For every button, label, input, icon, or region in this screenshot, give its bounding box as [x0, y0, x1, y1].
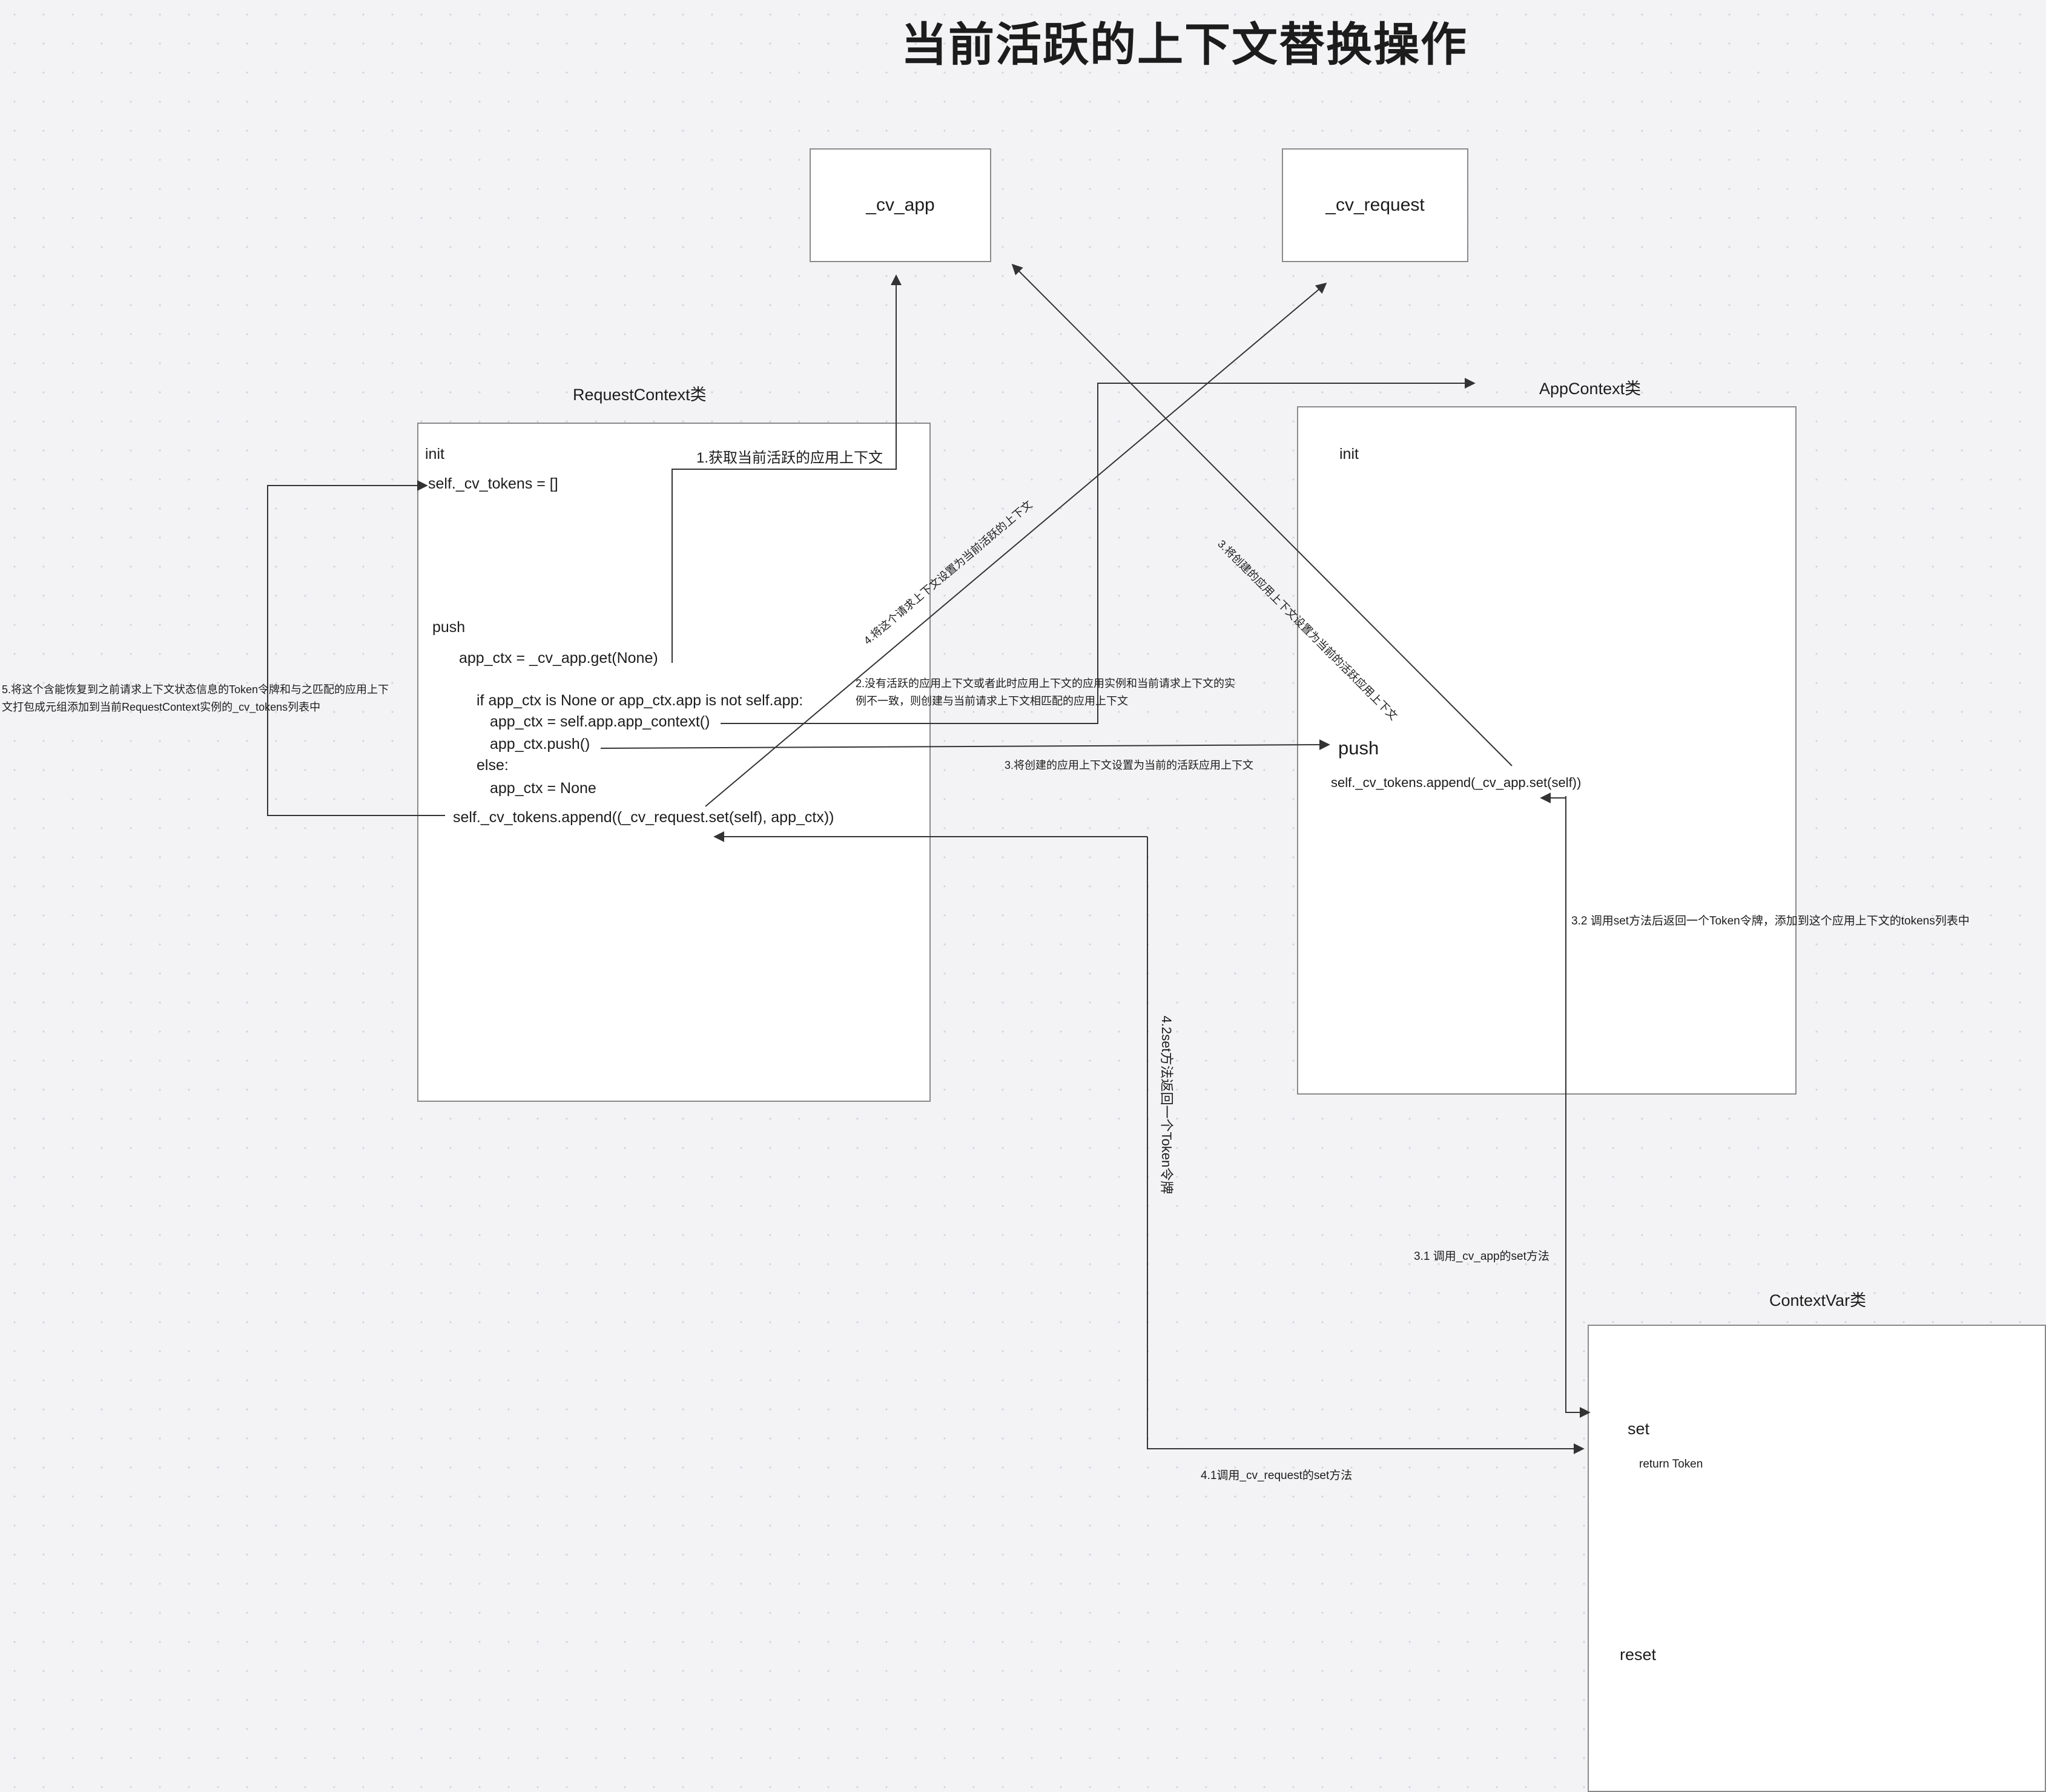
rc-code-line-5: else:	[477, 757, 509, 774]
rc-init-label: init	[425, 446, 444, 463]
app-context-heading: AppContext类	[1539, 380, 1642, 398]
annotation-step2: 2.没有活跃的应用上下文或者此时应用上下文的应用实例和当前请求上下文的实 例不一…	[856, 675, 1235, 710]
page-title: 当前活跃的上下文替换操作	[901, 19, 1468, 71]
ac-push-label: push	[1338, 737, 1379, 759]
annotation-step3-2: 3.2 调用set方法后返回一个Token令牌，添加到这个应用上下文的token…	[1571, 915, 1970, 927]
cv-app-label: _cv_app	[866, 195, 935, 215]
annotation-step5: 5.将这个含能恢复到之前请求上下文状态信息的Token令牌和与之匹配的应用上下 …	[2, 681, 389, 716]
arrow-step3-diag	[1011, 263, 1513, 766]
arrow-step3	[600, 739, 1330, 751]
rc-code-line-4: app_ctx.push()	[490, 736, 590, 753]
annotation-step1: 1.获取当前活跃的应用上下文	[696, 450, 883, 466]
arrow-step5	[267, 480, 445, 816]
rc-code-line-1: app_ctx = _cv_app.get(None)	[459, 650, 658, 667]
arrow-step3-2	[1540, 792, 1566, 805]
cv-reset-label: reset	[1620, 1645, 1657, 1664]
annotation-step2-line2: 例不一致，则创建与当前请求上下文相匹配的应用上下文	[856, 695, 1128, 707]
request-context-heading: RequestContext类	[573, 386, 707, 404]
annotation-step4-2: 4.2set方法返回一个Token令牌	[1159, 1015, 1174, 1194]
context-var-heading: ContextVar类	[1769, 1291, 1867, 1309]
cv-set-return: return Token	[1639, 1458, 1703, 1471]
rc-code-line-2: if app_ctx is None or app_ctx.app is not…	[477, 692, 804, 709]
annotation-step5-line2: 文打包成元组添加到当前RequestContext实例的_cv_tokens列表…	[2, 701, 321, 713]
rc-init-code: self._cv_tokens = []	[428, 475, 558, 492]
arrow-step3-1	[1565, 796, 1591, 1418]
cv-set-label: set	[1628, 1420, 1650, 1438]
context-var-box[interactable]	[1588, 1325, 2046, 1792]
annotation-step3: 3.将创建的应用上下文设置为当前的活跃应用上下文	[1005, 759, 1254, 771]
rc-push-label: push	[432, 619, 466, 636]
arrow-step2	[721, 378, 1476, 724]
annotation-step3-1: 3.1 调用_cv_app的set方法	[1414, 1250, 1549, 1263]
rc-code-line-3: app_ctx = self.app.app_context()	[490, 713, 710, 730]
arrow-step4	[705, 282, 1327, 807]
cv-request-box[interactable]: _cv_request	[1282, 148, 1468, 262]
rc-code-line-6: app_ctx = None	[490, 780, 596, 797]
cv-app-box[interactable]: _cv_app	[810, 148, 991, 262]
annotation-step5-line1: 5.将这个含能恢复到之前请求上下文状态信息的Token令牌和与之匹配的应用上下	[2, 684, 389, 696]
annotation-step4-1: 4.1调用_cv_request的set方法	[1201, 1469, 1353, 1482]
request-context-box[interactable]	[417, 423, 931, 1102]
ac-init-label: init	[1339, 446, 1359, 463]
ac-push-code: self._cv_tokens.append(_cv_app.set(self)…	[1331, 775, 1582, 790]
cv-request-label: _cv_request	[1325, 195, 1425, 215]
arrow-step4-1	[1147, 837, 1585, 1454]
arrow-step1	[672, 274, 902, 663]
rc-code-line-7: self._cv_tokens.append((_cv_request.set(…	[453, 809, 834, 826]
app-context-box[interactable]	[1297, 406, 1797, 1095]
annotation-step2-line1: 2.没有活跃的应用上下文或者此时应用上下文的应用实例和当前请求上下文的实	[856, 677, 1236, 690]
